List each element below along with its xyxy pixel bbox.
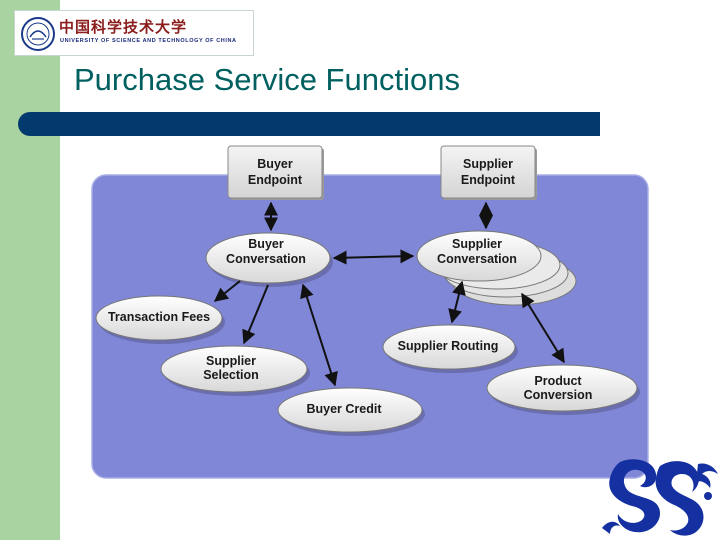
title-underline-bar xyxy=(18,112,600,136)
arrow-buyer-to-supplier-conversation xyxy=(332,249,415,265)
university-name-english: UNIVERSITY OF SCIENCE AND TECHNOLOGY OF … xyxy=(60,38,237,44)
buyer-conversation-line2: Conversation xyxy=(226,252,306,266)
arrow-buyer-conversation-to-supplier-selection xyxy=(242,284,269,345)
supplier-routing-node: Supplier Routing xyxy=(382,324,518,373)
supplier-selection-line1: Supplier xyxy=(206,354,256,368)
transaction-fees-label: Transaction Fees xyxy=(108,310,210,324)
arrow-supplier-conversation-to-product-conversion xyxy=(521,292,565,364)
supplier-selection-line2: Selection xyxy=(203,368,259,382)
supplier-conversation-node: Supplier Conversation xyxy=(416,230,542,282)
transaction-fees-node: Transaction Fees xyxy=(95,295,225,344)
arrow-buyer-conversation-to-transaction-fees xyxy=(213,280,241,302)
university-seal-icon xyxy=(21,17,55,51)
supplier-conversation-line2: Conversation xyxy=(437,252,517,266)
page-title: Purchase Service Functions xyxy=(74,62,460,97)
product-conversion-node: Product Conversion xyxy=(486,364,640,415)
supplier-endpoint-line2: Endpoint xyxy=(461,173,516,187)
buyer-credit-node: Buyer Credit xyxy=(277,387,425,436)
sidebar-strip xyxy=(0,0,60,540)
buyer-endpoint-box: Buyer Endpoint xyxy=(227,145,324,200)
buyer-credit-label: Buyer Credit xyxy=(306,402,382,416)
buyer-conversation-node: Buyer Conversation xyxy=(205,232,333,287)
supplier-selection-node: Supplier Selection xyxy=(160,345,310,396)
supplier-endpoint-box: Supplier Endpoint xyxy=(440,145,537,200)
dragon-emblem-icon xyxy=(602,459,718,536)
buyer-endpoint-line2: Endpoint xyxy=(248,173,303,187)
buyer-conversation-line1: Buyer xyxy=(248,237,284,251)
arrow-supplier-conversation-to-routing xyxy=(448,280,466,324)
university-logo: 中国科学技术大学 UNIVERSITY OF SCIENCE AND TECHN… xyxy=(14,10,254,56)
supplier-endpoint-line1: Supplier xyxy=(463,157,513,171)
product-conversion-line2: Conversion xyxy=(524,388,593,402)
supplier-routing-label: Supplier Routing xyxy=(398,339,499,353)
university-name-chinese: 中国科学技术大学 xyxy=(59,18,188,36)
supplier-conversation-line1: Supplier xyxy=(452,237,502,251)
arrow-buyer-conversation-to-buyer-credit xyxy=(300,283,338,387)
buyer-endpoint-line1: Buyer xyxy=(257,157,293,171)
product-conversion-line1: Product xyxy=(534,374,582,388)
